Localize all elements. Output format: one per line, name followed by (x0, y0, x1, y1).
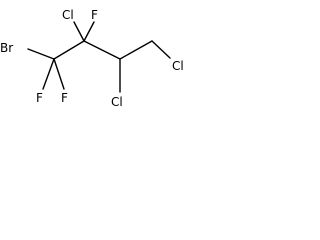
bond-c1-c2 (53, 40, 85, 60)
bond-c2-c3 (83, 40, 121, 60)
bond-c2-f (83, 21, 95, 42)
atom-label-cl4: Cl (172, 59, 184, 73)
bond-c3-c4 (119, 40, 153, 60)
bond-c4-cl (151, 40, 171, 59)
bond-c1-f1a (42, 58, 55, 90)
bond-c2-cl (73, 21, 85, 42)
atom-label-f2: F (91, 8, 98, 22)
atom-label-f1b: F (61, 91, 68, 105)
atom-label-br: Br (0, 41, 13, 55)
structure-diagram: Br F F Cl F Cl Cl (0, 0, 198, 112)
atom-label-cl2: Cl (62, 8, 74, 22)
atom-label-f1a: F (36, 91, 43, 105)
structure-svg: Br F F Cl F Cl Cl (0, 8, 184, 109)
bond-c1-f1b (53, 58, 65, 90)
atom-label-cl3: Cl (111, 95, 123, 109)
bond-c1-br (27, 48, 55, 60)
